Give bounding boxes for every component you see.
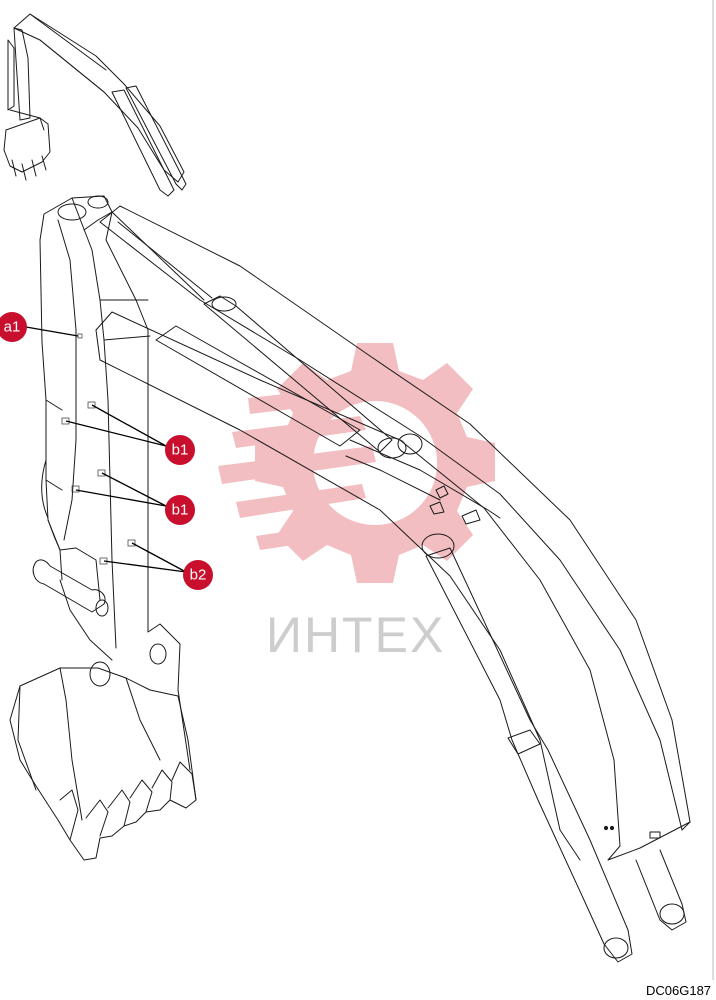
callout-a1: a1 [0,312,27,342]
grease-point-a1 [77,333,83,339]
main-boom [95,205,691,963]
callout-b1-top-label: b1 [172,442,189,459]
drawing-code: DC06G187 [646,983,711,998]
grease-point-b1-3 [97,469,106,477]
callout-a1-label: a1 [4,319,21,336]
callout-b2: b2 [183,560,213,590]
reference-excavator-thumbnail [3,13,187,197]
leader-lines [25,326,187,573]
callout-b1-bottom: b1 [165,495,195,525]
callout-b1-top: b1 [165,435,195,465]
grease-point-b1-1 [87,401,96,409]
callout-b1-bottom-label: b1 [172,502,189,519]
grease-point-b1-4 [71,485,80,493]
grease-point-b1-2 [61,417,70,425]
main-arm [9,195,197,861]
watermark-text: ИНТЕХ [266,607,445,663]
grease-points [61,333,136,565]
grease-point-b2-1 [127,539,136,547]
callout-b2-label: b2 [190,567,207,584]
watermark-logo: ИНТЕХ [218,343,495,663]
